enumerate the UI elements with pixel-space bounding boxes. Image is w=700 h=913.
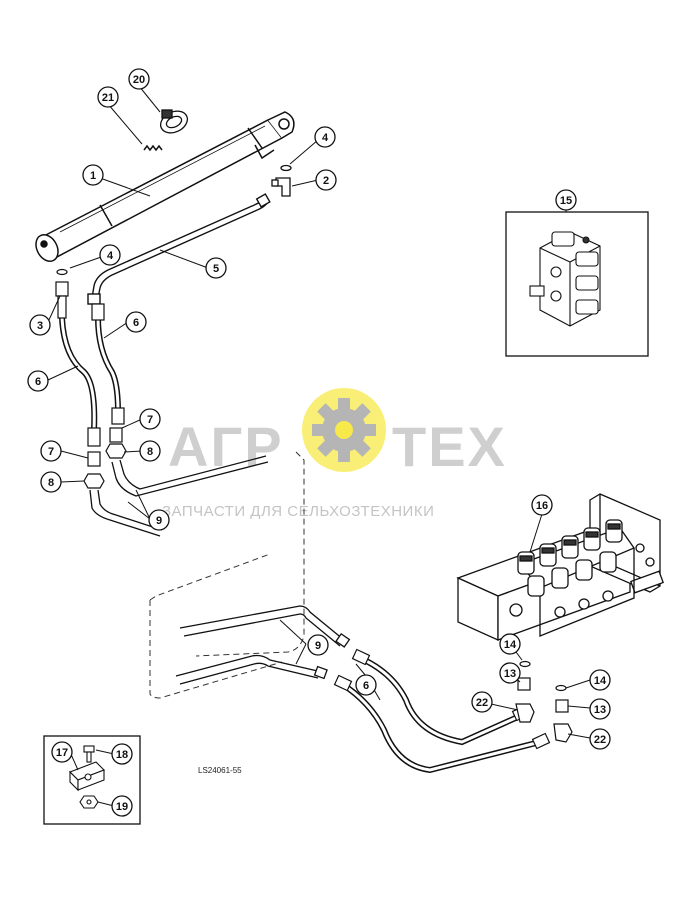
svg-text:6: 6 (133, 317, 139, 329)
callout-20: 20 (128, 68, 150, 90)
svg-text:20: 20 (133, 74, 145, 86)
svg-text:6: 6 (35, 376, 41, 388)
svg-text:4: 4 (322, 132, 329, 144)
callout-16: 16 (531, 494, 553, 516)
svg-text:22: 22 (476, 697, 488, 709)
control-valve-part-16 (456, 493, 664, 642)
svg-text:7: 7 (147, 414, 153, 426)
svg-text:2: 2 (323, 175, 329, 187)
callout-9-left: 9 (148, 509, 170, 531)
svg-text:17: 17 (56, 747, 68, 759)
svg-text:7: 7 (48, 446, 54, 458)
tubes-part-9-left (89, 455, 269, 537)
hose-left-outer (59, 317, 121, 431)
svg-text:9: 9 (156, 515, 162, 527)
tube-part-5 (87, 193, 271, 305)
valve-fittings (515, 660, 573, 743)
nut-part-19 (79, 795, 99, 809)
drawing-code: LS24061-55 (198, 766, 242, 775)
callout-8-right: 8 (139, 440, 161, 462)
watermark-brand-right: ТЕХ (392, 415, 507, 478)
dashed-frame-outline (149, 451, 305, 699)
callout-17: 17 (51, 741, 73, 763)
svg-text:22: 22 (594, 734, 606, 746)
callout-18: 18 (111, 743, 133, 765)
callout-1: 1 (82, 164, 104, 186)
left-fittings (55, 268, 127, 489)
svg-text:21: 21 (102, 92, 114, 104)
svg-text:19: 19 (116, 801, 128, 813)
callout-13-right: 13 (589, 698, 611, 720)
svg-text:13: 13 (504, 668, 516, 680)
clamp-block-part-17 (69, 761, 105, 792)
svg-text:6: 6 (363, 680, 369, 692)
callout-13-left: 13 (499, 662, 521, 684)
svg-text:14: 14 (594, 675, 607, 687)
hoses-part-6-lower (340, 655, 541, 774)
callout-14-right: 14 (589, 669, 611, 691)
callout-14-left: 14 (499, 633, 521, 655)
callout-6-upper: 6 (125, 311, 147, 333)
inset-box-part-15 (505, 211, 649, 357)
svg-text:9: 9 (315, 640, 321, 652)
svg-text:16: 16 (536, 500, 548, 512)
svg-text:1: 1 (90, 170, 96, 182)
svg-text:8: 8 (147, 446, 153, 458)
callout-21: 21 (97, 86, 119, 108)
svg-text:18: 18 (116, 749, 128, 761)
spring-part-21 (143, 144, 163, 152)
callout-4-left: 4 (99, 244, 121, 266)
callout-7-right: 7 (139, 408, 161, 430)
callout-19: 19 (111, 795, 133, 817)
svg-text:8: 8 (48, 477, 54, 489)
svg-text:5: 5 (213, 263, 219, 275)
hydraulic-cylinder (35, 111, 295, 262)
callout-7-left: 7 (40, 440, 62, 462)
callout-5: 5 (205, 257, 227, 279)
svg-text:4: 4 (107, 250, 114, 262)
svg-text:3: 3 (37, 320, 43, 332)
callout-2: 2 (315, 169, 337, 191)
callout-15: 15 (555, 189, 577, 211)
valve-block-part-15 (529, 231, 601, 327)
callout-6-left: 6 (27, 370, 49, 392)
callout-4-top: 4 (314, 126, 336, 148)
watermark-gear-icon (302, 388, 386, 472)
callout-8-left: 8 (40, 471, 62, 493)
callout-3: 3 (29, 314, 51, 336)
callout-22-left: 22 (471, 691, 493, 713)
bolt-part-18 (83, 745, 95, 763)
watermark: АГР ТЕХ ЗАПЧАСТИ ДЛЯ СЕЛЬХОЗТЕХНИКИ (162, 388, 507, 520)
svg-text:13: 13 (594, 704, 606, 716)
callouts: 20 21 1 4 2 4 5 3 6 6 7 8 7 8 9 9 6 15 1… (27, 68, 611, 817)
tubes-part-9-lower (175, 605, 351, 685)
elbow-fitting-part-2 (271, 164, 292, 197)
watermark-tagline: ЗАПЧАСТИ ДЛЯ СЕЛЬХОЗТЕХНИКИ (162, 503, 434, 520)
callout-22-right: 22 (589, 728, 611, 750)
svg-text:15: 15 (560, 195, 572, 207)
callout-9-lower: 9 (307, 634, 329, 656)
clamp-part-20 (159, 109, 189, 134)
svg-text:14: 14 (504, 639, 517, 651)
callout-6-lower: 6 (355, 674, 377, 696)
watermark-brand-left: АГР (168, 415, 284, 478)
